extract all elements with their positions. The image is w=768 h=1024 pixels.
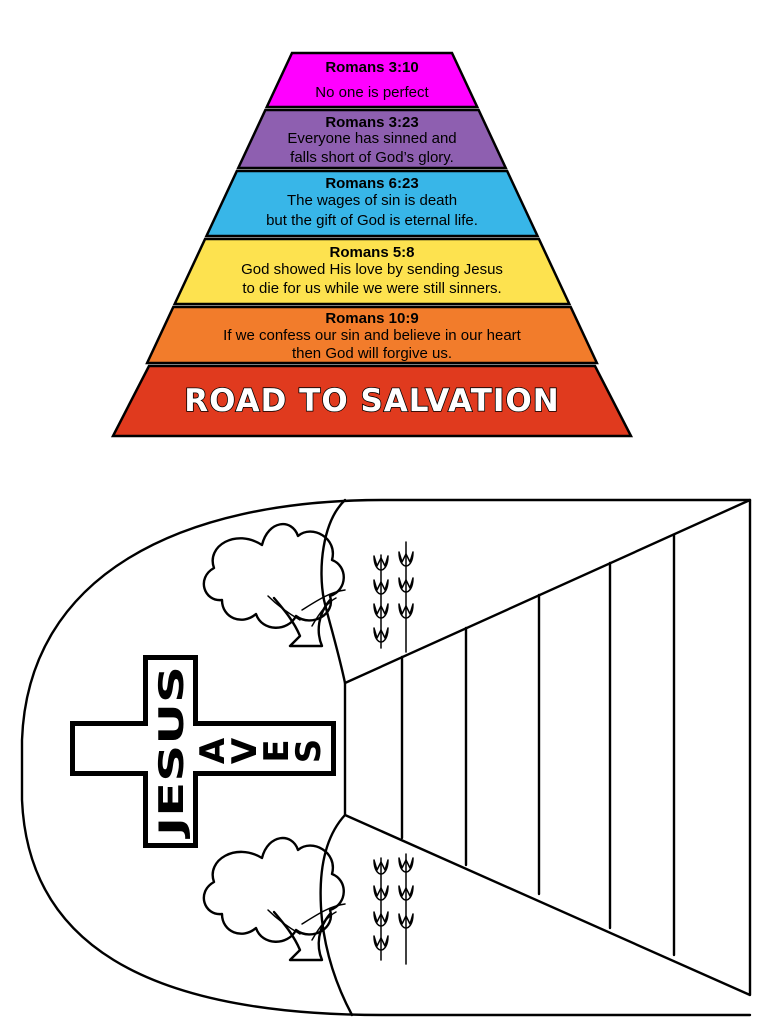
verse-text-line: God showed His love by sending Jesus: [241, 261, 503, 278]
verse-reference: Romans 5:8: [329, 244, 414, 261]
road-outline: [343, 498, 752, 997]
pyramid-level-band: [264, 51, 480, 109]
verse-text-line: No one is perfect: [315, 84, 429, 101]
verse-text-line: Everyone has sinned and: [287, 130, 456, 147]
lower-flowers-icon: [373, 853, 414, 965]
cross-letter: A: [193, 737, 233, 764]
pyramid-level-5: Romans 10:9If we confess our sin and bel…: [145, 305, 599, 365]
verse-text-line: If we confess our sin and believe in our…: [223, 327, 522, 344]
verse-text-line: then God will forgive us.: [292, 345, 452, 362]
upper-tree-icon: [202, 522, 346, 648]
road: [343, 498, 752, 997]
upper-hill: [320, 498, 347, 685]
cross-letter: V: [225, 737, 265, 764]
verse-text-line: but the gift of God is eternal life.: [266, 212, 478, 229]
upper-flowers-icon: [373, 541, 414, 653]
cross-vertical-word: JESUS: [152, 666, 192, 839]
verse-text-line: falls short of God’s glory.: [290, 149, 454, 166]
arch-outline: [20, 498, 752, 1017]
verse-text-line: The wages of sin is death: [287, 192, 457, 209]
verse-reference: Romans 3:23: [325, 114, 418, 131]
banner-title: ROAD TO SALVATION: [184, 383, 559, 419]
banner-band: [110, 364, 634, 438]
verse-text-line: to die for us while we were still sinner…: [242, 280, 501, 297]
pyramid-level-band: [145, 305, 599, 365]
verse-reference: Romans 6:23: [325, 175, 418, 192]
pyramid-banner: ROAD TO SALVATION: [110, 364, 634, 438]
pyramid-level-band: [236, 108, 508, 170]
pyramid-level-band: [204, 169, 540, 238]
verse-reference: Romans 10:9: [325, 310, 418, 327]
cross-letter: S: [289, 739, 329, 764]
lower-hill: [319, 813, 354, 1017]
cross-letter: E: [257, 739, 297, 762]
pyramid-level-1: Romans 3:10 No one is perfect: [264, 51, 480, 109]
lower-tree-icon: [202, 836, 346, 962]
cross-inner: [75, 660, 331, 843]
verse-reference: Romans 3:10: [325, 59, 418, 76]
pyramid-level-band: [172, 237, 572, 306]
